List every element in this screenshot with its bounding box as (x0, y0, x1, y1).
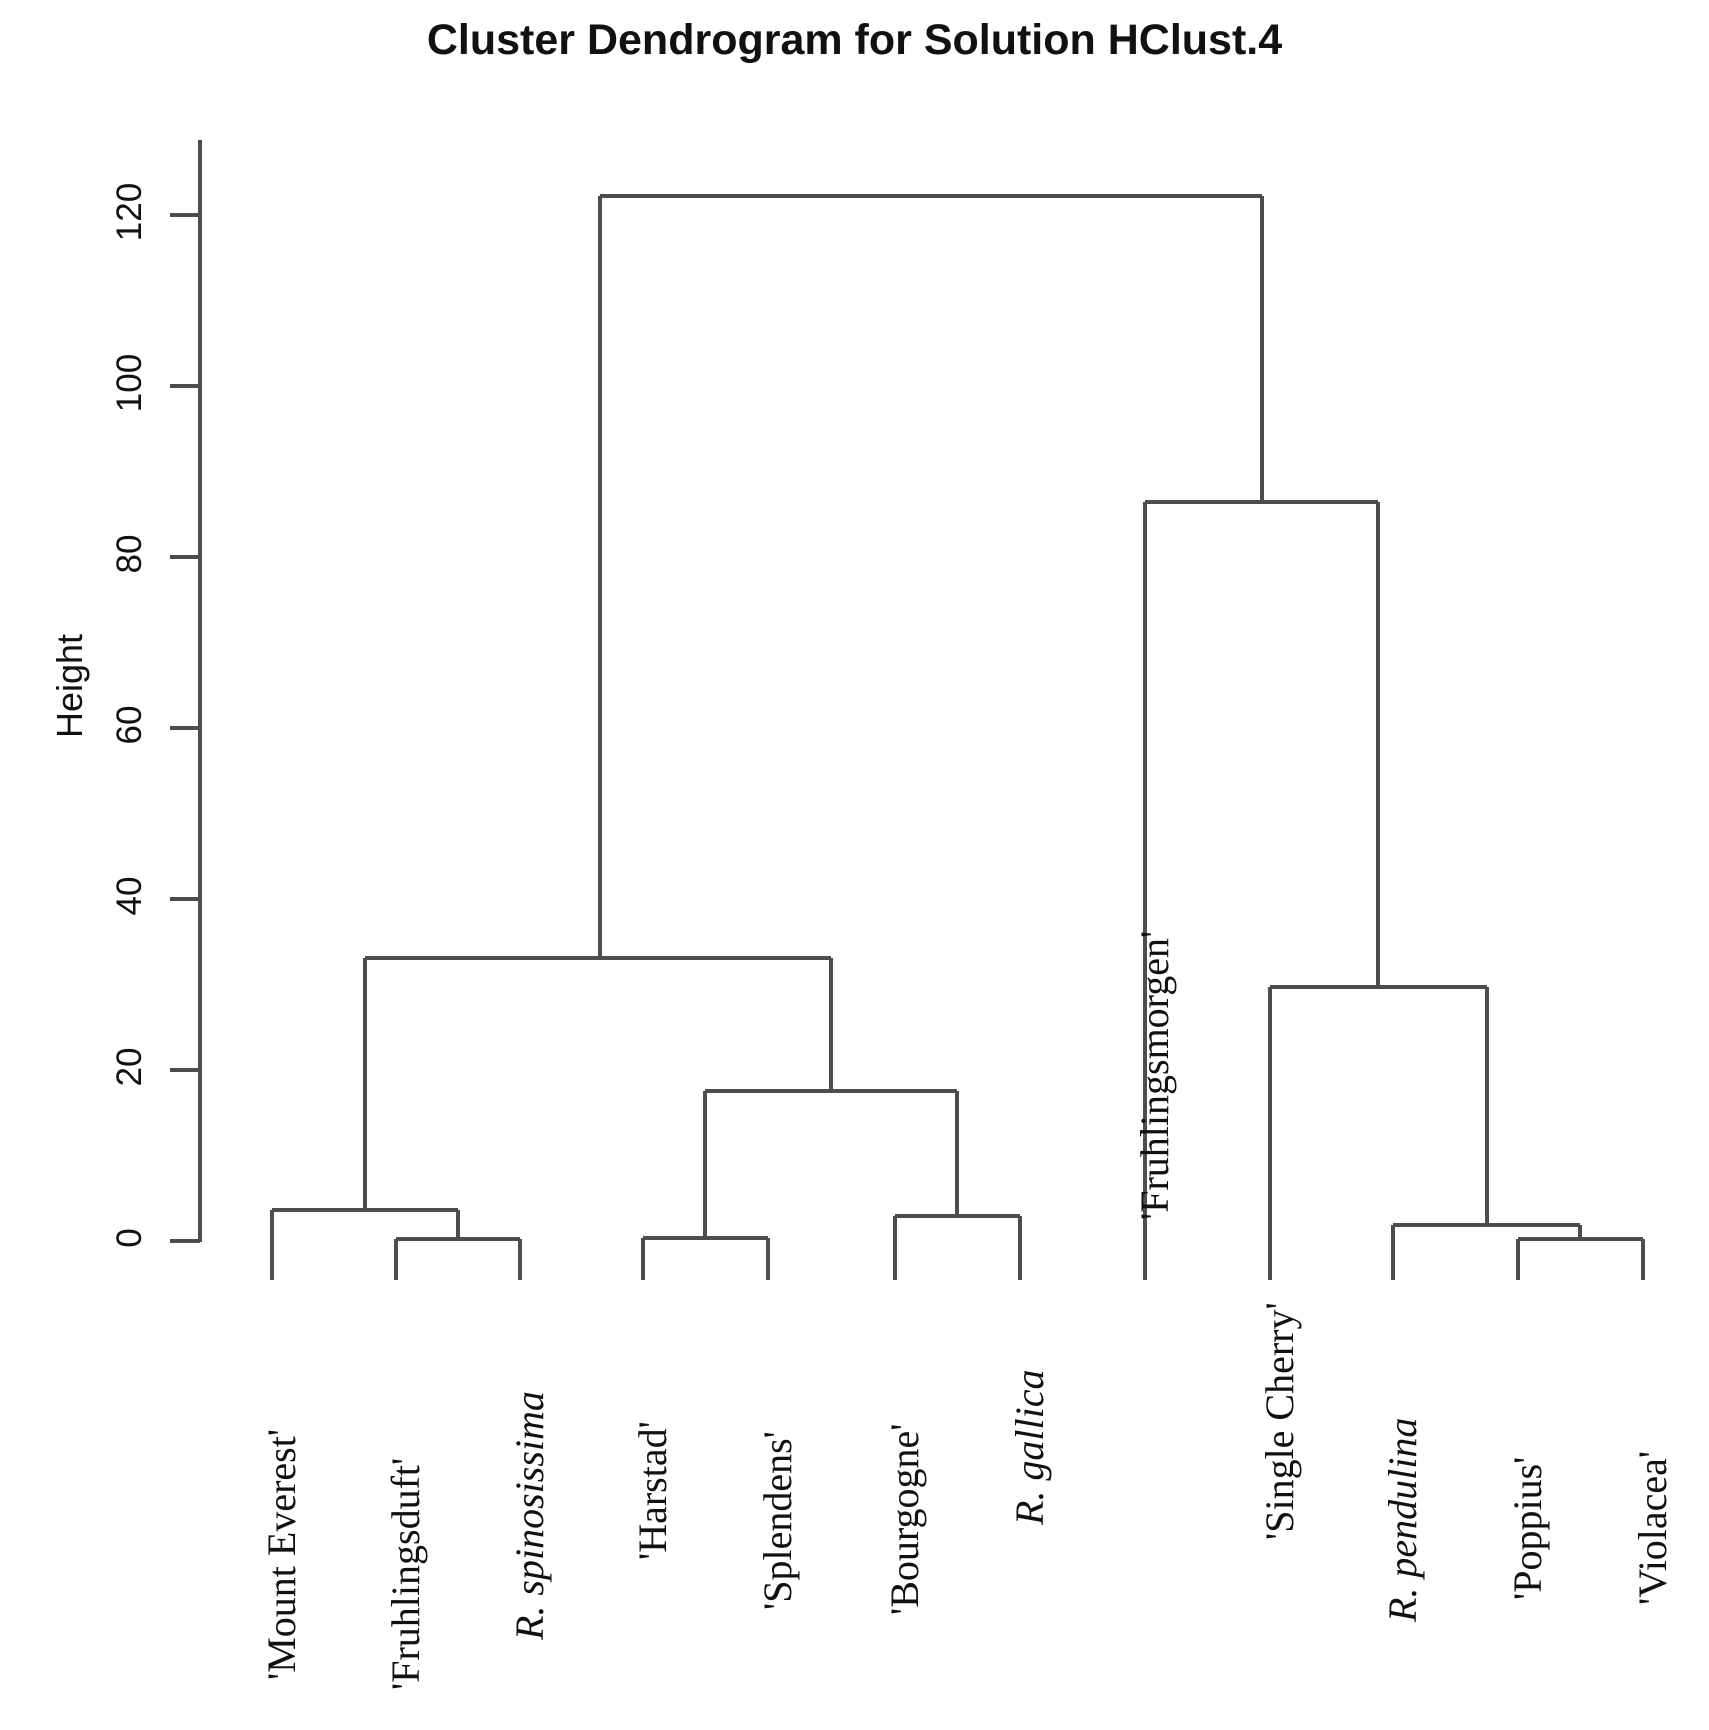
leaf-label-single-cherry: 'Single Cherry' (1257, 1302, 1302, 1540)
dendrogram-tree (270, 194, 1645, 1280)
leaf-label-r-spinosissima: R. spinosissima (507, 1391, 552, 1640)
leaf-label-bourgogne: 'Bourgogne' (882, 1423, 927, 1615)
leaf-label-mount-everest: 'Mount Everest' (259, 1428, 304, 1680)
leaf-label-violacea: 'Violacea' (1630, 1450, 1675, 1605)
y-axis (170, 140, 202, 1243)
page-title: Cluster Dendrogram for Solution HClust.4 (426, 16, 1283, 64)
leaf-label-r-gallica: R. gallica (1007, 1369, 1052, 1525)
leaf-label-poppius: 'Poppius' (1505, 1456, 1550, 1600)
leaf-label-r-pendulina: R. pendulina (1380, 1417, 1425, 1622)
leaf-label-fruhlingsmorgen: 'Fruhlingsmorgen' (1132, 930, 1177, 1220)
leaf-label-splendens: 'Splendens' (755, 1431, 800, 1610)
leaf-label-harstad: 'Harstad' (630, 1421, 675, 1560)
leaf-label-fruhlingsduft: 'Fruhlingsduft' (383, 1457, 428, 1690)
